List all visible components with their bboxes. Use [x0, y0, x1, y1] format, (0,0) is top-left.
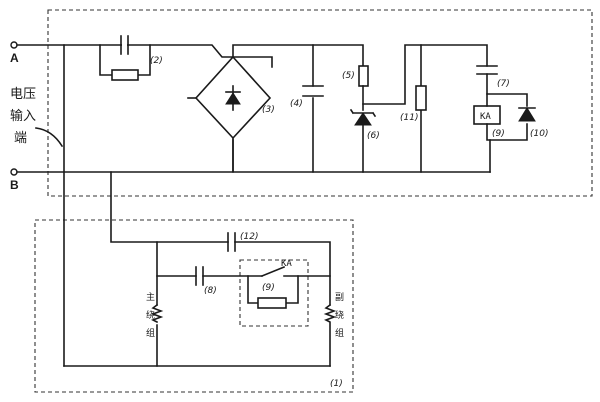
zener-diode-icon: [354, 112, 372, 126]
c2-branch-wire: [99, 44, 151, 76]
diode-d10-icon: [518, 107, 536, 122]
r11-label: (11): [400, 113, 418, 123]
relay9-top-label: (9): [492, 129, 505, 139]
junction-wire: [362, 44, 488, 105]
aux-winding-label-1: 副: [335, 292, 344, 303]
c12-label: (12): [240, 232, 258, 242]
aux-winding-label-2: 绕: [335, 309, 344, 321]
relay-switch-boundary: [239, 259, 309, 327]
dc-negative-wire: [232, 137, 491, 173]
rail-a-wire: [16, 44, 273, 68]
input-label-line-3: 端: [14, 131, 27, 146]
terminal-b-label: B: [10, 178, 19, 192]
aux-winding-coil: [323, 303, 337, 367]
terminal-a-label: A: [10, 51, 19, 65]
dc-positive-wire: [232, 44, 364, 67]
relay-switch-contact: [260, 265, 286, 278]
c12-right-wire: [234, 241, 331, 306]
diode10-label: (10): [530, 129, 548, 139]
bridge-label: (3): [262, 105, 275, 115]
zener-label: (6): [367, 131, 380, 141]
input-label-leader: [35, 127, 64, 148]
c7-label: (7): [497, 79, 510, 89]
input-label-line-1: 电压: [10, 87, 36, 102]
coil-wire: [486, 93, 528, 141]
rail-b-wire: [16, 139, 234, 173]
relay-coil-text: KA: [480, 112, 491, 122]
input-label-line-2: 输入: [10, 108, 36, 124]
c4-label: (4): [290, 99, 303, 109]
terminal-a: [10, 41, 18, 49]
r5-label: (5): [342, 71, 355, 81]
resistor-r11: [415, 85, 427, 111]
terminal-b: [10, 168, 18, 176]
aux-winding-label-3: 组: [335, 327, 344, 339]
main-winding-label-1: 主: [146, 291, 155, 303]
relay-resistor-wire: [247, 275, 299, 304]
upper-module-boundary: [47, 9, 593, 197]
c8-label: (8): [204, 286, 217, 296]
module1-label: (1): [330, 379, 343, 389]
resistor-r9: [257, 297, 287, 309]
b-to-module-wire: [110, 171, 229, 243]
main-winding-label-3: 组: [146, 327, 155, 339]
c2-label: (2): [150, 56, 163, 66]
resistor-r2: [111, 69, 139, 81]
main-winding-label-2: 绕: [146, 309, 155, 321]
switch-text: KA: [281, 259, 292, 269]
main-winding-coil: [150, 303, 164, 324]
relay9-bottom-label: (9): [262, 283, 275, 293]
c7-to-coil-wire: [486, 73, 528, 107]
resistor-r5: [358, 65, 369, 87]
